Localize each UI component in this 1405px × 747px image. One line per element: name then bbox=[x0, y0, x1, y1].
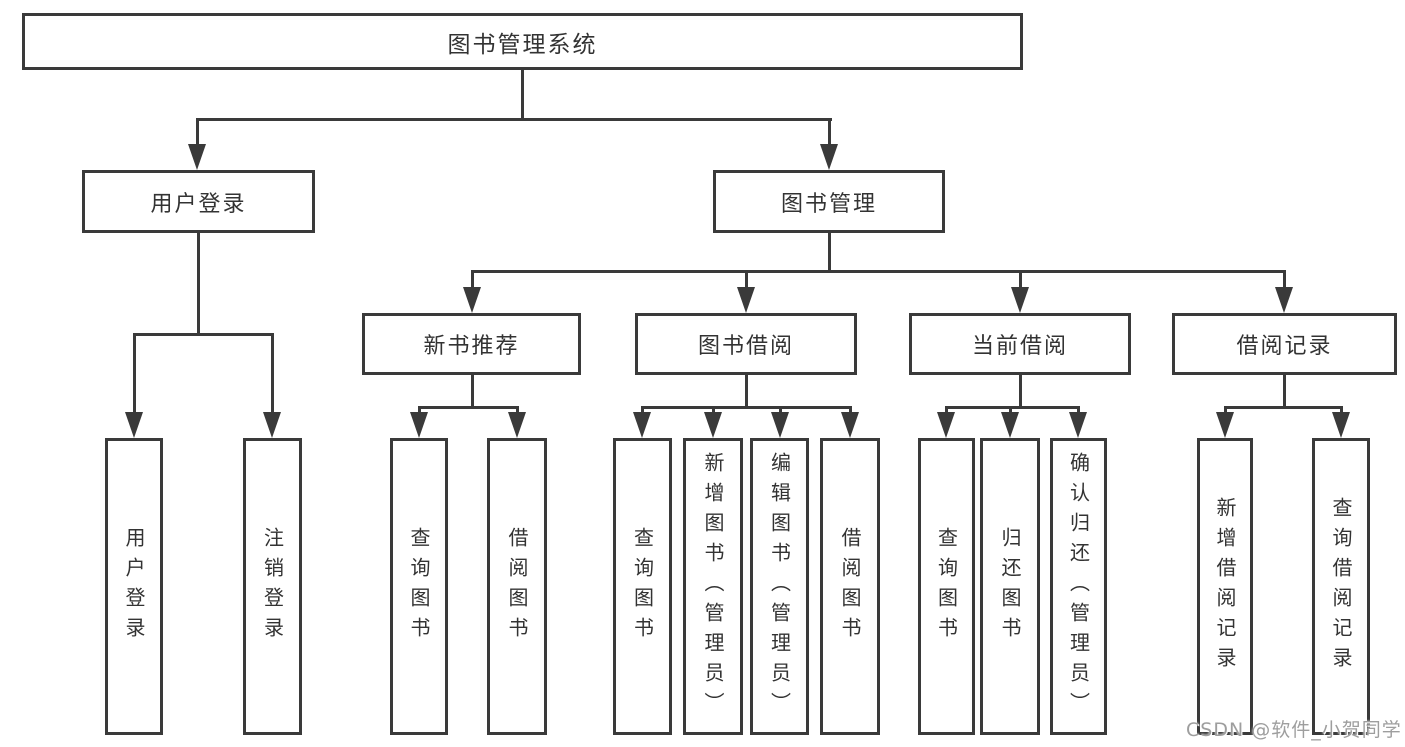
connector-line bbox=[945, 406, 948, 415]
connector-arrowhead bbox=[188, 144, 206, 170]
leaf-recommend-query-books: 查询图书 bbox=[390, 438, 448, 735]
connector-line bbox=[779, 406, 782, 415]
node-label: 用户登录 bbox=[150, 191, 247, 217]
connector-arrowhead bbox=[771, 412, 789, 438]
connector-arrowhead bbox=[263, 412, 281, 438]
connector-line bbox=[197, 233, 200, 336]
leaf-current-query-books: 查询图书 bbox=[918, 438, 975, 735]
node-book-management: 图书管理 bbox=[713, 170, 945, 233]
leaf-logout-login: 注销登录 bbox=[243, 438, 302, 735]
connector-line bbox=[828, 118, 831, 146]
connector-line bbox=[516, 406, 519, 415]
connector-line bbox=[133, 333, 136, 414]
node-label: 当前借阅 bbox=[971, 334, 1068, 359]
connector-arrowhead bbox=[937, 412, 955, 438]
node-user-login: 用户登录 bbox=[82, 170, 315, 233]
leaf-borrowing-add-books-admin: 新增图书（管理员） bbox=[683, 438, 743, 735]
connector-line bbox=[745, 270, 748, 290]
node-label: 新书推荐 bbox=[423, 334, 520, 359]
connector-arrowhead bbox=[1001, 412, 1019, 438]
connector-arrowhead bbox=[1011, 287, 1029, 313]
csdn-watermark: CSDN @软件_小贺同学 bbox=[1186, 719, 1402, 741]
node-book-borrowing: 图书借阅 bbox=[635, 313, 857, 375]
connector-line bbox=[418, 406, 519, 409]
leaf-borrowing-query-books: 查询图书 bbox=[613, 438, 672, 735]
connector-line bbox=[641, 406, 852, 409]
leaf-current-return-books: 归还图书 bbox=[980, 438, 1040, 735]
connector-line bbox=[1019, 270, 1022, 290]
connector-arrowhead bbox=[125, 412, 143, 438]
node-label: 图书管理 bbox=[780, 191, 877, 217]
connector-arrowhead bbox=[1275, 287, 1293, 313]
connector-line bbox=[712, 406, 715, 415]
connector-arrowhead bbox=[704, 412, 722, 438]
connector-line bbox=[1224, 406, 1343, 409]
connector-arrowhead bbox=[1216, 412, 1234, 438]
connector-line bbox=[471, 375, 474, 409]
connector-line bbox=[828, 233, 831, 273]
node-label: 借阅记录 bbox=[1236, 334, 1333, 359]
connector-arrowhead bbox=[633, 412, 651, 438]
node-library-management-system: 图书管理系统 bbox=[22, 13, 1023, 70]
connector-line bbox=[471, 270, 1286, 273]
connector-line bbox=[945, 406, 1080, 409]
connector-line bbox=[271, 333, 274, 414]
node-current-borrowing: 借阅记录 当前借阅 bbox=[909, 313, 1131, 375]
leaf-records-query-borrow-record: 查询借阅记录 bbox=[1312, 438, 1370, 735]
connector-line bbox=[641, 406, 644, 415]
connector-line bbox=[133, 333, 274, 336]
connector-line bbox=[1077, 406, 1080, 415]
node-borrowing-records: 借阅记录 bbox=[1172, 313, 1397, 375]
connector-line bbox=[196, 118, 832, 121]
connector-line bbox=[1224, 406, 1227, 415]
leaf-borrowing-borrow-books: 借阅图书 bbox=[820, 438, 880, 735]
connector-line bbox=[471, 270, 474, 290]
connector-arrowhead bbox=[1332, 412, 1350, 438]
node-new-book-recommend: 新书推荐 bbox=[362, 313, 581, 375]
connector-line bbox=[1340, 406, 1343, 415]
connector-arrowhead bbox=[820, 144, 838, 170]
leaf-recommend-borrow-books: 借阅图书 bbox=[487, 438, 547, 735]
connector-line bbox=[1283, 270, 1286, 290]
connector-arrowhead bbox=[1069, 412, 1087, 438]
connector-arrowhead bbox=[841, 412, 859, 438]
leaf-current-confirm-return-admin: 确认归还（管理员） bbox=[1050, 438, 1107, 735]
leaf-borrowing-edit-books-admin: 编辑图书（管理员） bbox=[750, 438, 809, 735]
connector-arrowhead bbox=[410, 412, 428, 438]
connector-line bbox=[1019, 375, 1022, 409]
connector-line bbox=[745, 375, 748, 409]
node-label: 图书管理系统 bbox=[447, 31, 598, 58]
connector-line bbox=[1009, 406, 1012, 415]
leaf-user-login: 用户登录 bbox=[105, 438, 163, 735]
connector-line bbox=[418, 406, 421, 415]
connector-line bbox=[849, 406, 852, 415]
connector-line bbox=[1283, 375, 1286, 409]
connector-line bbox=[196, 118, 199, 146]
leaf-records-add-borrow-record: 新增借阅记录 bbox=[1197, 438, 1253, 735]
connector-arrowhead bbox=[463, 287, 481, 313]
connector-arrowhead bbox=[508, 412, 526, 438]
connector-line bbox=[521, 70, 524, 120]
node-label: 图书借阅 bbox=[697, 334, 794, 359]
connector-arrowhead bbox=[737, 287, 755, 313]
